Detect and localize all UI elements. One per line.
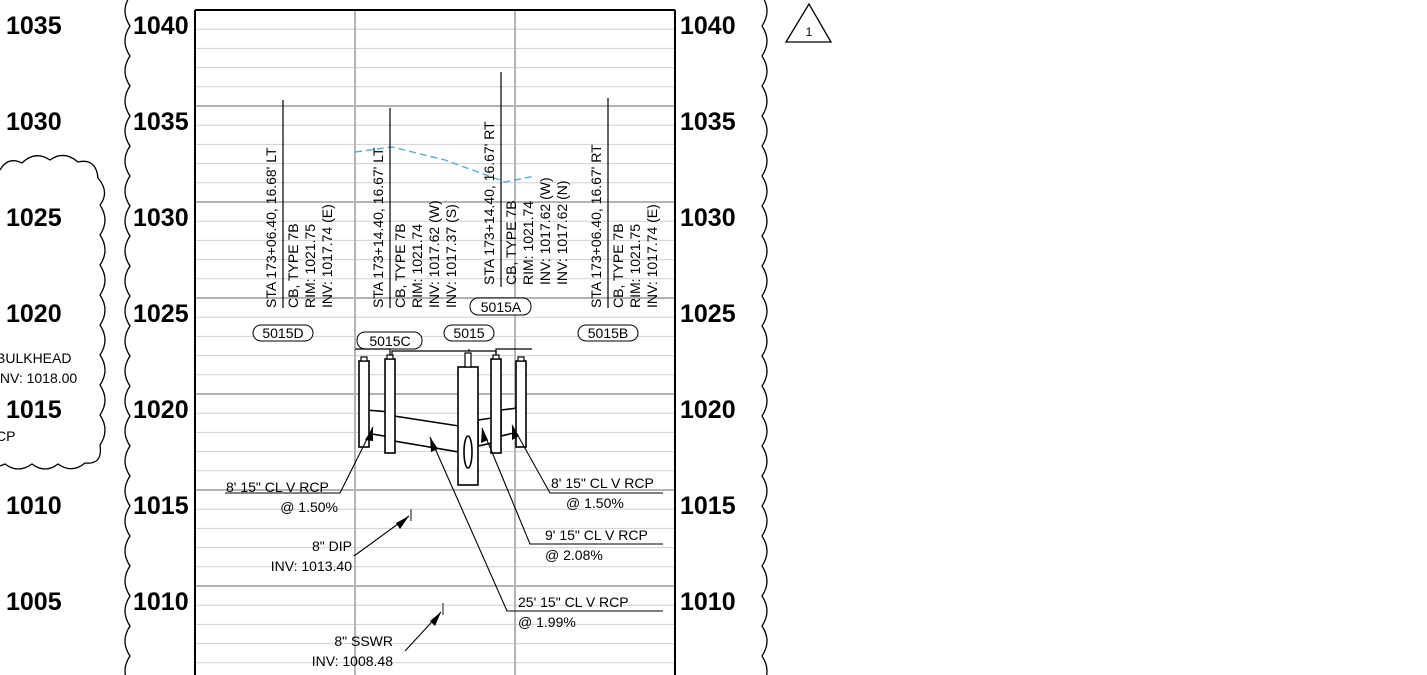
revision-triangle-icon	[784, 2, 833, 43]
elevation-label-right-1015: 1015	[680, 492, 736, 520]
left-elevation-1035: 1035	[6, 12, 62, 40]
left-elevation-1005: 1005	[6, 588, 62, 616]
storm-structures-profile	[355, 348, 532, 486]
revision-number: 1	[806, 25, 813, 39]
leader-rcp-right	[511, 424, 663, 494]
pipe-5015-5015A	[477, 417, 493, 447]
structure-5015C-station: STA 173+14.40, 16.67' LT	[370, 147, 386, 308]
structure-callout-5015B: STA 173+06.40, 16.67' RT CB, TYPE 7B RIM…	[588, 98, 660, 308]
structure-5015A-invert-n: INV: 1017.62 (N)	[554, 180, 570, 285]
structure-5015C-invert-s: INV: 1017.37 (S)	[443, 204, 459, 308]
structure-5015A-station: STA 173+14.40, 16.67' RT	[481, 121, 497, 285]
structure-5015B-station: STA 173+06.40, 16.67' RT	[588, 144, 604, 308]
structure-5015D-type: CB, TYPE 7B	[285, 223, 301, 308]
structure-5015A-invert-w: INV: 1017.62 (W)	[537, 177, 553, 285]
tag-5015D: 5015D	[262, 325, 303, 341]
left-elevation-1020: 1020	[6, 300, 62, 328]
elevation-label-left-1010: 1010	[133, 588, 189, 616]
left-elevation-1025: 1025	[6, 204, 62, 232]
structure-5015B-rim: RIM: 1021.75	[627, 224, 643, 308]
structure-tags: 5015D 5015C 5015 5015A 5015B	[252, 297, 639, 350]
pipe-callouts	[225, 424, 663, 652]
bulkhead-invert-label: INV: 1018.00	[0, 370, 77, 386]
left-elevation-1010: 1010	[6, 492, 62, 520]
elevation-label-right-1010: 1010	[680, 588, 736, 616]
tag-5015A: 5015A	[481, 299, 522, 315]
elevation-label-right-1030: 1030	[680, 204, 736, 232]
left-elevation-1015: 1015	[6, 396, 62, 424]
bulkhead-label: BULKHEAD	[0, 350, 71, 366]
callout-rcp-25ft-size: 25' 15" CL V RCP	[518, 594, 629, 610]
structure-5015C-rim: RIM: 1021.74	[409, 224, 425, 308]
callout-dip-size: 8" DIP	[312, 538, 352, 554]
callout-rcp-9ft-slope: @ 2.08%	[545, 547, 603, 563]
minor-grid-lines	[195, 28, 675, 664]
elevation-label-left-1035: 1035	[133, 108, 189, 136]
structure-5015A-type: CB, TYPE 7B	[503, 200, 519, 285]
elevation-label-left-1015: 1015	[133, 492, 189, 520]
structure-5015D-station: STA 173+06.40, 16.68' LT	[263, 147, 279, 308]
left-profile-fragment: 1035 1030 1025 1020 1015 1010 1005 BULKH…	[0, 12, 106, 616]
structure-5015D-rim: RIM: 1021.75	[302, 224, 318, 308]
revision-cloud-left-edge	[124, 0, 131, 675]
elevation-labels-right: 1040 1035 1030 1025 1020 1015 1010	[680, 12, 736, 616]
structure-5015B-type: CB, TYPE 7B	[610, 223, 626, 308]
structure-5015D-invert: INV: 1017.74 (E)	[319, 204, 335, 308]
callout-rcp-left-size: 8' 15" CL V RCP	[226, 479, 329, 495]
profile-grid	[194, 9, 676, 675]
elevation-label-left-1030: 1030	[133, 204, 189, 232]
callout-sswr-size: 8" SSWR	[334, 633, 393, 649]
elevation-label-left-1040: 1040	[133, 12, 189, 40]
structure-callout-5015A: STA 173+14.40, 16.67' RT CB, TYPE 7B RIM…	[481, 72, 570, 287]
callout-rcp-right-slope: @ 1.50%	[566, 495, 624, 511]
structure-5015C-type: CB, TYPE 7B	[392, 223, 408, 308]
tag-5015: 5015	[453, 325, 484, 341]
elevation-label-right-1025: 1025	[680, 300, 736, 328]
revision-triangle: 1	[784, 2, 833, 43]
structure-5015C-invert-w: INV: 1017.62 (W)	[426, 200, 442, 308]
callout-dip-invert: INV: 1013.40	[271, 558, 352, 574]
left-revision-cloud	[0, 154, 106, 470]
pipe-label-fragment: CP	[0, 428, 15, 444]
elevation-label-left-1020: 1020	[133, 396, 189, 424]
elevation-labels-left: 1040 1035 1030 1025 1020 1015 1010	[133, 12, 189, 616]
crossing-pipe-section	[463, 435, 473, 469]
elevation-label-right-1040: 1040	[680, 12, 736, 40]
structure-callout-5015C: STA 173+14.40, 16.67' LT CB, TYPE 7B RIM…	[370, 108, 459, 308]
callout-sswr-invert: INV: 1008.48	[312, 653, 393, 669]
callout-rcp-9ft-size: 9' 15" CL V RCP	[545, 527, 648, 543]
elevation-label-right-1035: 1035	[680, 108, 736, 136]
callout-rcp-25ft-slope: @ 1.99%	[518, 614, 576, 630]
structure-5015A-rim: RIM: 1021.74	[520, 201, 536, 285]
leader-rcp-left	[225, 426, 374, 494]
structure-5015C-body	[384, 358, 396, 454]
structure-callout-5015D: STA 173+06.40, 16.68' LT CB, TYPE 7B RIM…	[263, 100, 335, 308]
structure-5015A-body	[490, 358, 502, 454]
leader-rcp-9ft	[481, 427, 663, 545]
finished-grade-line	[354, 146, 536, 183]
revision-cloud-right-edge	[761, 0, 768, 675]
utility-crossings	[410, 509, 444, 615]
structure-5015B-invert: INV: 1017.74 (E)	[644, 204, 660, 308]
callout-rcp-right-size: 8' 15" CL V RCP	[551, 475, 654, 491]
left-elevation-1030: 1030	[6, 108, 62, 136]
structure-5015D-body	[358, 360, 370, 448]
elevation-label-right-1020: 1020	[680, 396, 736, 424]
tag-5015B: 5015B	[588, 325, 628, 341]
elevation-label-left-1025: 1025	[133, 300, 189, 328]
callout-rcp-left-slope: @ 1.50%	[280, 499, 338, 515]
leader-rcp-25ft	[429, 436, 663, 612]
tag-5015C: 5015C	[369, 333, 410, 349]
